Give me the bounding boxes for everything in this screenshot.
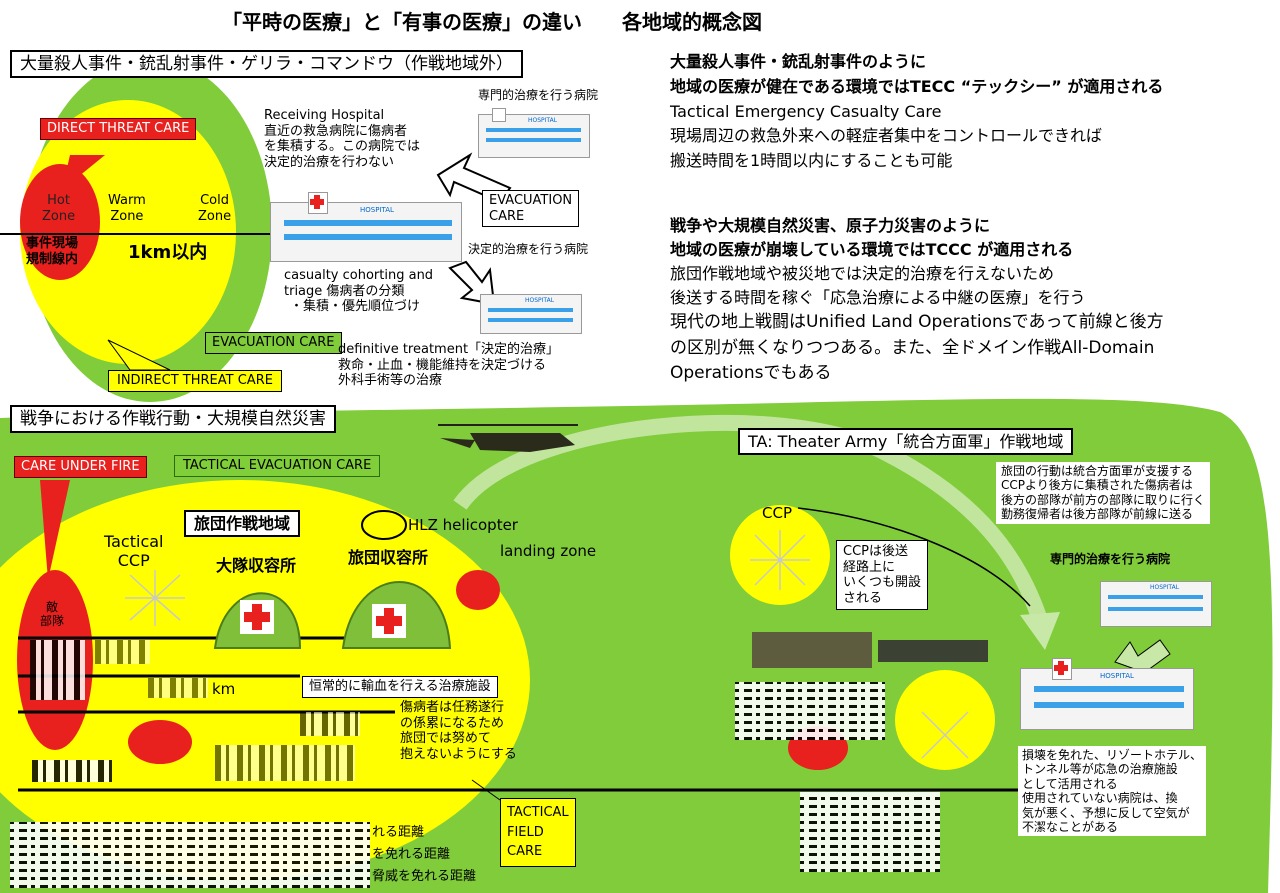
enemy-unit-label: 敵部隊 <box>40 600 65 629</box>
receiving-hospital-text: Receiving Hospital 直近の救急病院に傷病者 を集積する。この病… <box>264 108 421 170</box>
brigade-area-label: 旅団作戦地域 <box>184 510 301 538</box>
ta-main-hospital-icon: HOSPITAL <box>1020 658 1194 732</box>
tccc-description: 戦争や大規模自然災害、原子力災害のように 地域の医療が崩壊している環境ではTCC… <box>670 216 1164 383</box>
pixelated-area <box>800 792 940 872</box>
ccp-arrow <box>797 507 1031 607</box>
definitive-hospital-icon: HOSPITAL <box>480 288 582 334</box>
helicopter-icon <box>438 424 578 452</box>
pixelated-area <box>30 640 85 700</box>
pixelated-area <box>148 678 208 698</box>
evacuation-care-lower-label: EVACUATION CARE <box>205 332 342 354</box>
receiving-hospital-icon: HOSPITAL <box>270 192 462 264</box>
ccp-circle-lower <box>895 670 995 770</box>
ccp-starburst-icon <box>125 570 185 626</box>
ccp-note: CCPは後送 経路上に いくつも開設 される <box>836 540 929 611</box>
definitive-hospital-label: 決定的治療を行う病院 <box>468 242 589 256</box>
battalion-station-label: 大隊収容所 <box>216 556 297 575</box>
pixelated-vehicle <box>878 640 988 662</box>
page-title: 「平時の医療」と「有事の医療」の違い 各地域的概念図 <box>222 10 762 34</box>
ta-specialized-hospital-icon: HOSPITAL <box>1100 575 1212 627</box>
callout-tail <box>62 155 105 190</box>
pixelated-vehicle <box>752 632 872 668</box>
tecc-description: 大量殺人事件・銃乱射事件のように 地域の医療が健在である環境ではTECC “テッ… <box>670 52 1164 171</box>
indirect-threat-care-label: INDIRECT THREAT CARE <box>108 370 282 392</box>
incident-line-label: 事件現場規制線内 <box>26 236 79 267</box>
sniper-blob <box>456 570 500 610</box>
specialized-hospital-label: 専門的治療を行う病院 <box>478 88 599 102</box>
ta-specialized-hospital-label: 専門的治療を行う病院 <box>1050 552 1171 566</box>
specialized-hospital-icon: HOSPITAL <box>478 108 590 158</box>
hot-zone-ellipse <box>20 164 100 280</box>
ta-note: 旅団の行動は統合方面軍が支援する CCPより後方に集積された傷病者は 後方の部隊… <box>996 462 1211 524</box>
triage-text: casualty cohorting and triage 傷病者の分類 ・集積… <box>284 268 434 315</box>
callout-tail <box>40 480 70 580</box>
hlz-marker <box>361 510 407 540</box>
brigade-station-label: 旅団収容所 <box>348 548 429 567</box>
ccp-label: CCP <box>762 504 792 522</box>
direct-threat-care-label: DIRECT THREAT CARE <box>40 118 197 140</box>
evac-arrow-down <box>448 260 496 306</box>
pixelated-area <box>735 682 885 740</box>
tent-cross <box>244 612 270 622</box>
pixelated-area <box>300 712 360 736</box>
ccp-starburst-icon <box>921 711 969 759</box>
care-under-fire-label: CARE UNDER FIRE <box>14 456 147 478</box>
km-label: km <box>212 680 236 698</box>
resort-facility-note: 損壊を免れた、リゾートホテル、 トンネル等が応急の治療施設 として活用される 使… <box>1018 746 1207 837</box>
tactical-field-care-label: TACTICAL FIELD CARE <box>500 798 576 867</box>
transfusion-facility-label: 恒常的に輸血を行える治療施設 <box>302 676 498 698</box>
landing-zone-label: landing zone <box>500 542 597 560</box>
hlz-label: HLZ helicopter <box>408 516 518 534</box>
callout-tail-line <box>471 779 501 801</box>
theater-army-header: TA: Theater Army「統合方面軍」作戦地域 <box>738 428 1074 456</box>
pixelated-area <box>10 822 370 888</box>
pixelated-area <box>215 745 355 781</box>
casualty-note: 傷病者は任務遂行 の係累になるため 旅団では努めて 抱えないようにする <box>400 700 517 762</box>
pixelated-area <box>32 760 112 782</box>
tactical-evacuation-care-label: TACTICAL EVACUATION CARE <box>174 455 381 477</box>
distance-label: 1km以内 <box>128 242 208 263</box>
definitive-treatment-text: definitive treatment「決定的治療」 救命・止血・機能維持を決… <box>338 342 560 389</box>
ccp-starburst-icon <box>750 530 810 590</box>
evacuation-care-box: EVACUATION CARE <box>482 190 580 228</box>
distance-notes: れる距離 を免れる距離 脅威を免れる距離 <box>372 825 477 885</box>
top-section-header: 大量殺人事件・銃乱射事件・ゲリラ・コマンドウ（作戦地域外） <box>10 50 523 79</box>
brigade-area-ellipse <box>0 480 530 880</box>
pixelated-area <box>95 640 150 664</box>
tent-cross <box>376 616 402 626</box>
bottom-section-header: 戦争における作戦行動・大規模自然災害 <box>10 405 336 434</box>
threat-blob <box>128 720 192 764</box>
evac-arrow-head <box>1020 612 1060 650</box>
